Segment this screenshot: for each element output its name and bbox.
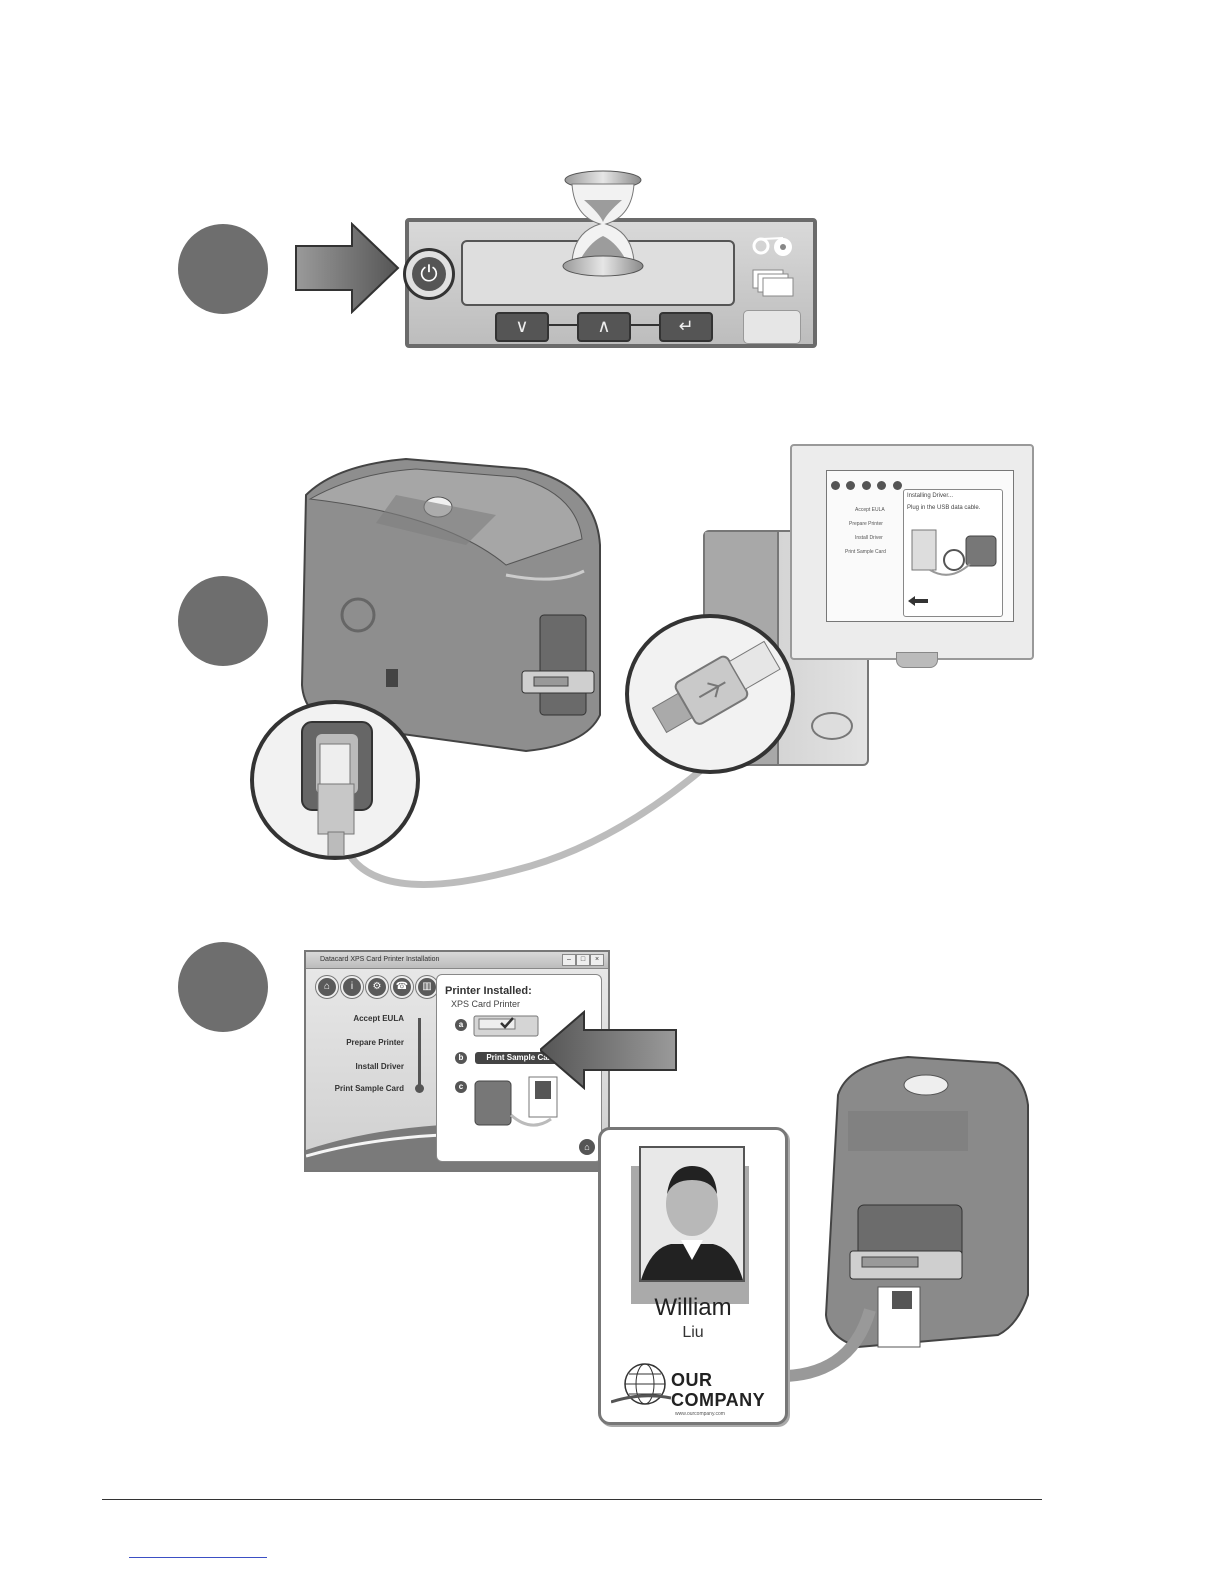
phone-icon [877, 481, 887, 490]
step-3-marker [178, 942, 268, 1032]
window-title: Datacard XPS Card Printer Installation [320, 956, 440, 963]
down-button[interactable]: ∨ [495, 312, 549, 342]
card-printer-illustration [300, 457, 601, 753]
hourglass-icon [562, 170, 644, 277]
chevron-up-icon: ∧ [597, 316, 611, 336]
usb-plug-printer-icon [301, 721, 373, 857]
button-connector [549, 324, 577, 326]
progress-rail [418, 1018, 421, 1092]
info-icon [846, 481, 856, 490]
footer-link-underline[interactable] [129, 1557, 267, 1558]
enter-button[interactable]: ↵ [659, 312, 713, 342]
panel-ready-icon [473, 1015, 539, 1037]
home-icon[interactable]: ⌂ [579, 1139, 595, 1155]
monitor-icon-row [831, 477, 902, 495]
up-button[interactable]: ∧ [577, 312, 631, 342]
monitor-step: Install Driver [855, 535, 883, 541]
step-prepare-printer: Prepare Printer [346, 1038, 404, 1047]
toolbar-icons: ⌂i⚙☎▥ [316, 976, 441, 998]
maximize-button[interactable]: □ [576, 954, 590, 966]
usb-connection-icon [911, 529, 997, 576]
close-button[interactable]: × [590, 954, 604, 966]
computer-monitor: Accept EULA Prepare Printer Install Driv… [790, 444, 1034, 668]
window-titlebar: Datacard XPS Card Printer Installation [306, 952, 608, 969]
step-letter-c: c [455, 1081, 467, 1093]
monitor-step: Prepare Printer [849, 521, 883, 527]
info-icon[interactable]: i [341, 976, 363, 998]
trash-icon [892, 481, 902, 490]
arrow-right-icon [295, 222, 400, 314]
cards-icon [752, 269, 794, 297]
card-printer-output-illustration [824, 1055, 1029, 1349]
step-1-marker [178, 224, 268, 314]
step-letter-b: b [455, 1052, 467, 1064]
dialog-instruction: Plug in the USB data cable. [907, 505, 981, 511]
card-last-name: Liu [682, 1324, 704, 1341]
usb-cable [338, 716, 760, 888]
usb-plug-computer-icon [651, 640, 781, 734]
print-sample-card-button[interactable]: Print Sample Card [475, 1052, 567, 1064]
power-button[interactable]: ⏻ [403, 248, 455, 300]
progress-dot [415, 1084, 424, 1093]
company-name-line-2: COMPANY [671, 1390, 766, 1410]
company-name-line-1: OUR [671, 1370, 713, 1390]
home-icon [831, 481, 840, 490]
installed-heading: Printer Installed: [445, 985, 532, 997]
chevron-down-icon: ∨ [515, 316, 529, 336]
card-photo [639, 1146, 745, 1282]
step-install-driver: Install Driver [355, 1062, 404, 1071]
trash-icon[interactable]: ▥ [416, 976, 438, 998]
step-2-marker [178, 576, 268, 666]
settings-icon[interactable]: ⚙ [366, 976, 388, 998]
company-url: www.ourcompany.com [675, 1411, 725, 1417]
power-icon: ⏻ [412, 257, 446, 291]
portrait-icon [641, 1148, 743, 1280]
installer-window: Datacard XPS Card Printer Installation –… [304, 950, 610, 1172]
enter-icon: ↵ [678, 316, 694, 336]
installing-driver-dialog: Installing Driver... Plug in the USB dat… [903, 489, 1003, 617]
step-print-sample-card: Print Sample Card [334, 1084, 404, 1093]
monitor-step: Print Sample Card [845, 549, 886, 555]
button-connector [631, 324, 659, 326]
footer-rule [102, 1499, 1042, 1500]
drive-button [811, 712, 853, 740]
settings-icon [861, 481, 871, 490]
install-content-panel: Printer Installed: XPS Card Printer a b … [436, 974, 602, 1162]
home-icon[interactable]: ⌂ [316, 976, 338, 998]
usb-port-zoom [250, 700, 420, 860]
monitor-stand [896, 652, 938, 668]
step-letter-a: a [455, 1019, 467, 1031]
ribbon-icon [752, 237, 792, 256]
card-button[interactable] [743, 310, 801, 344]
monitor-screen: Accept EULA Prepare Printer Install Driv… [826, 470, 1014, 622]
usb-plug-zoom [625, 614, 795, 774]
minimize-button[interactable]: – [562, 954, 576, 966]
back-arrow-icon [908, 596, 928, 606]
step-accept-eula: Accept EULA [353, 1014, 404, 1023]
dialog-title: Installing Driver... [907, 493, 954, 499]
sample-id-card: William Liu OUR COMPANY www.ourcompany.c… [598, 1127, 788, 1425]
printer-name: XPS Card Printer [451, 999, 521, 1009]
sample-card-print-icon [474, 1076, 558, 1127]
monitor-step: Accept EULA [855, 507, 885, 513]
globe-logo-icon [611, 1363, 672, 1405]
phone-icon[interactable]: ☎ [391, 976, 413, 998]
arrow-left-icon [540, 1010, 677, 1090]
card-first-name: William [654, 1294, 732, 1321]
